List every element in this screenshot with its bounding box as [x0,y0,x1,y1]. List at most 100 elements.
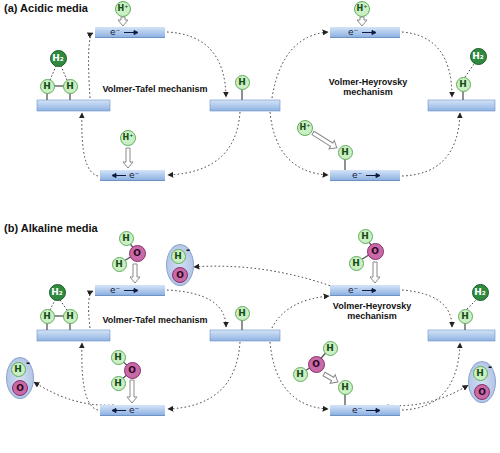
cycle-arrow [82,113,98,176]
atom-symbol: H [474,367,487,380]
atom-symbol: H₂ [50,285,65,300]
release-arrow [194,266,330,286]
hydrogen-molecule: H₂ [472,284,489,301]
hollow-arrow [370,262,380,283]
atom-symbol: H [350,257,363,270]
electrode-bar [428,330,495,341]
proton: H⁺ [297,120,313,136]
electrode-bar [37,330,110,341]
cycle-arrow [168,342,240,409]
release-line [50,66,56,80]
release-line [467,300,476,309]
atom-symbol: H [339,381,352,394]
hydroxide-ion: -HO [6,357,34,399]
atom-symbol: H [12,363,25,376]
atom-symbol: H [294,368,307,381]
oxygen-atom: O [172,267,188,283]
atom-symbol: H [112,351,125,364]
atom-symbol: O [309,357,324,372]
cycle-arrow [168,112,240,175]
hydrogen-atom: H [473,366,488,381]
electron-label: e⁻ [110,27,165,38]
cycle-arrow [272,296,329,328]
atom-symbol: H₂ [473,285,488,300]
oxygen-atom: O [308,356,325,373]
electrode-bar: e⁻ [95,285,165,296]
hydrogen-molecule: H₂ [470,48,487,65]
hollow-arrow [357,17,367,26]
electron-label: e⁻ [352,170,400,181]
hollow-arrow [118,17,128,26]
atom-symbol: H [339,146,352,159]
mechanism-label: Volmer-Heyrovsky mechanism [324,302,420,322]
electrode-bar: e⁻ [330,27,400,38]
electrode-bar: e⁻ [95,27,165,38]
electron-label: e⁻ [129,405,165,416]
hollow-arrow [130,264,140,283]
electrode-bar [428,100,495,111]
hydrogen-atom: H [63,79,78,94]
atom-symbol: H [64,310,77,323]
atom-symbol: H [172,250,185,263]
cycle-arrow [270,342,328,409]
cycle-arrow [82,343,98,410]
hollow-arrow [118,17,380,403]
hydrogen-atom: H [40,309,55,324]
atom-symbol: H [457,78,470,91]
release-arrow [34,382,113,405]
cycle-arrow [270,112,328,175]
atom-symbol: H [64,80,77,93]
oxygen-atom: O [474,384,490,400]
atom-symbol: H [112,377,125,390]
hydrogen-atom: H [171,249,186,264]
atom-symbol: H [113,258,126,271]
proton: H⁺ [115,1,131,17]
proton: H⁺ [120,130,136,146]
atom-symbol: H [359,230,372,243]
hollow-arrow [310,129,339,152]
hydrogen-molecule: H₂ [49,284,66,301]
release-line [50,300,55,310]
hydrogen-molecule: H₂ [50,50,67,67]
hydrogen-atom: H [456,77,471,92]
electrode-bar [37,100,495,341]
hydrogen-atom: H [112,257,127,272]
mechanism-label: Volmer-Heyrovsky mechanism [320,78,416,98]
electron-label: e⁻ [348,27,400,38]
atom-symbol: H [459,310,472,323]
atom-symbol: H [41,310,54,323]
panel-title: (b) Alkaline media [4,222,98,234]
atom-symbol: H [324,342,337,355]
hydrogen-atom: H [111,376,126,391]
hydrogen-atom: H [338,380,353,395]
mechanism-label: Volmer-Tafel mechanism [102,85,207,95]
oxygen-atom: O [12,380,28,396]
cycle-arrow [402,32,452,97]
cycle-arrow [82,32,460,410]
electrode-bar: e⁻ [100,405,165,416]
panel-title: (a) Acidic media [4,2,88,14]
charge-sign: - [26,358,33,368]
cycle-arrow [89,291,93,328]
hydrogen-atom: H [235,75,250,90]
charge-sign: - [488,362,495,372]
oxygen-atom: O [124,362,141,379]
cycle-arrow [402,343,460,410]
hydrogen-atom: H [235,306,250,321]
atom-symbol: O [475,385,489,399]
atom-symbol: H⁺ [121,131,135,145]
electrode-bar: e⁻ [330,285,400,296]
release-line [61,66,67,80]
oxygen-atom: O [129,245,146,262]
atom-symbol: H⁺ [298,121,312,135]
electron-label: e⁻ [110,285,165,296]
charge-sign: - [186,245,193,255]
electrode-bar [210,100,280,111]
hydroxide-ion: -HO [468,361,496,403]
hydrogen-atom: H [323,341,338,356]
atom-symbol: H [236,307,249,320]
hydrogen-atom: H [11,362,26,377]
hydroxide-ion: -HO [166,244,194,286]
electrode-bar [37,100,110,111]
